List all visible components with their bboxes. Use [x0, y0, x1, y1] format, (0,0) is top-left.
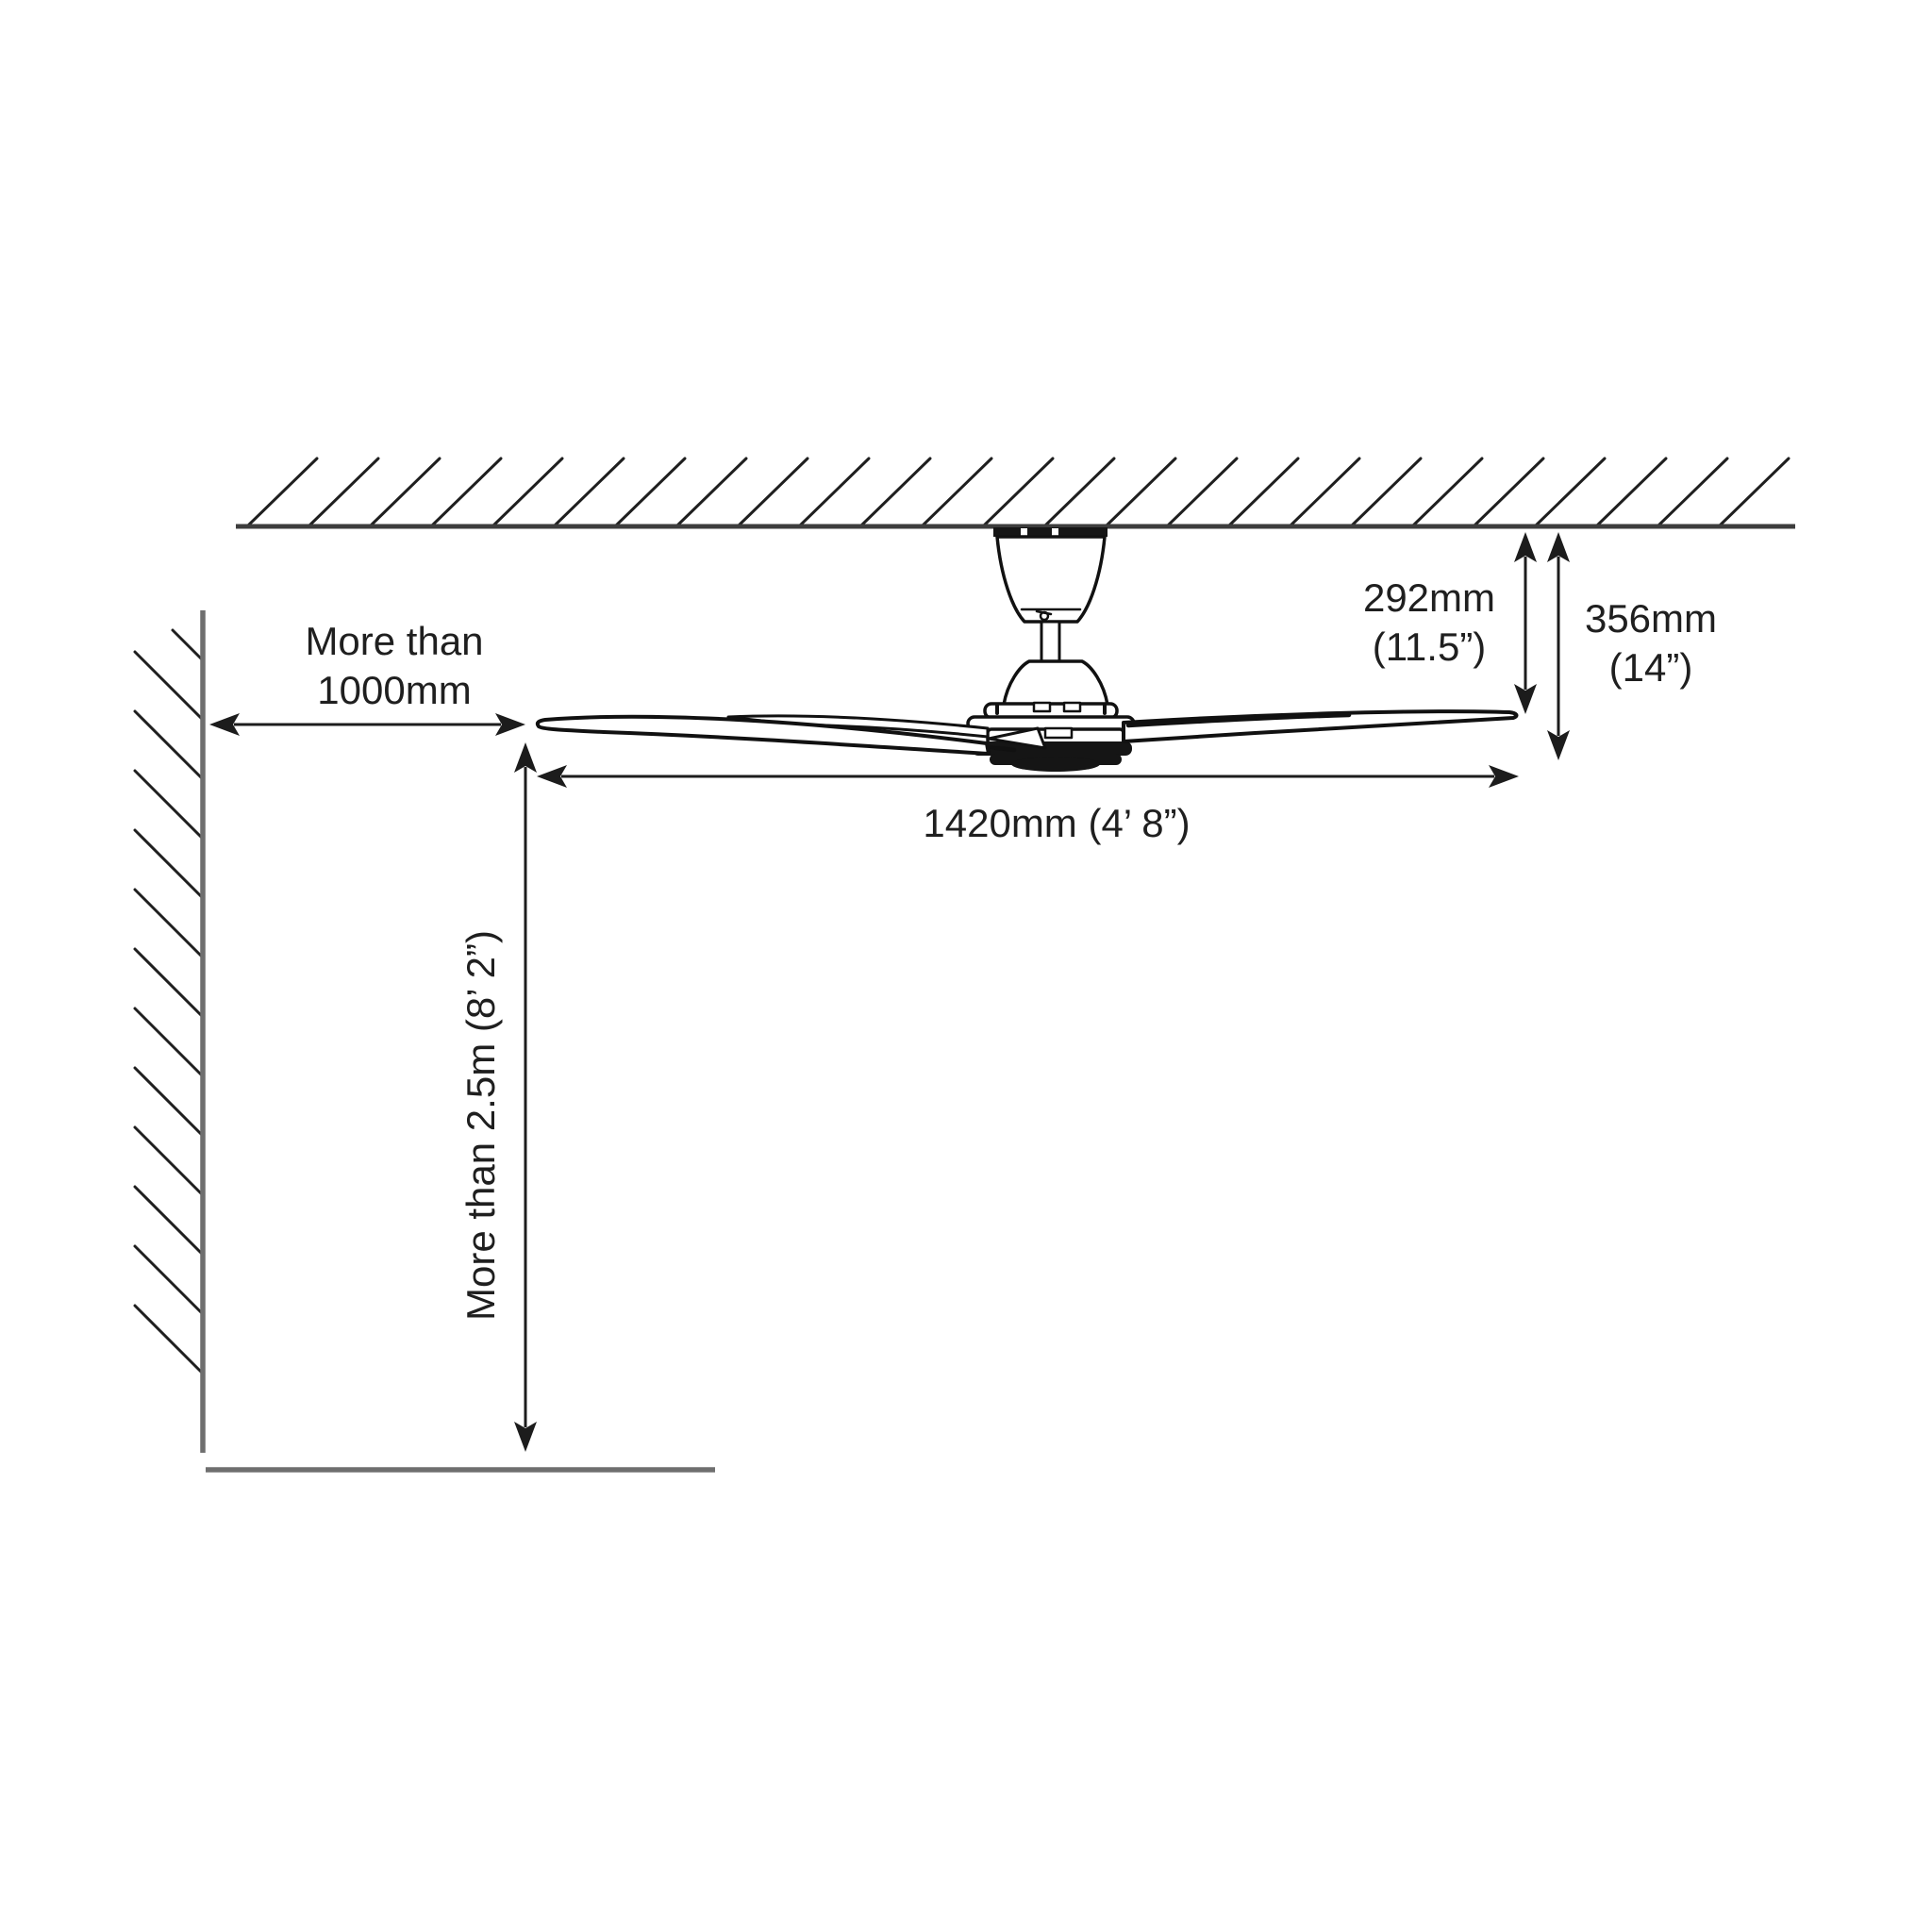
dim-floor-clearance-arrow	[514, 742, 537, 1452]
fan-downrod	[1040, 620, 1061, 663]
label-ceiling-to-fan-bottom-inch: (14”)	[1608, 645, 1693, 690]
fan-blade-root-bracket	[987, 726, 1047, 750]
label-ceiling-to-blade-inch: (11.5”)	[1372, 625, 1487, 669]
ceiling-hatching	[245, 457, 1790, 528]
fan-canopy	[995, 535, 1107, 624]
label-ceiling-to-fan-bottom-mm: 356mm	[1584, 596, 1718, 641]
fan-blade-right	[1122, 709, 1519, 743]
wall-hatching	[133, 628, 205, 1375]
fan-motor-bell	[1002, 659, 1109, 707]
ceiling-fan	[535, 527, 1519, 772]
label-blade-sweep: 1420mm (4’ 8”)	[923, 801, 1191, 845]
label-ceiling-to-blade: 292mm (11.5”)	[1278, 574, 1580, 672]
label-floor-clearance: More than 2.5m (8’ 2”)	[458, 930, 503, 1321]
dim-ceiling-to-fan-bottom-arrow	[1547, 532, 1570, 760]
label-ceiling-to-fan-bottom: 356mm (14”)	[1500, 594, 1802, 692]
dim-ceiling-to-blade-arrow	[1514, 532, 1537, 714]
label-wall-clearance-line2: 1000mm	[317, 668, 472, 712]
label-wall-clearance-line1: More than	[305, 619, 484, 663]
label-ceiling-to-blade-mm: 292mm	[1362, 575, 1496, 620]
label-wall-clearance: More than 1000mm	[243, 617, 545, 715]
fan-mount-plate	[993, 527, 1108, 537]
dim-wall-clearance-arrow	[209, 713, 525, 736]
dim-blade-sweep-arrow	[537, 765, 1519, 788]
fan-blade-left	[535, 714, 991, 756]
